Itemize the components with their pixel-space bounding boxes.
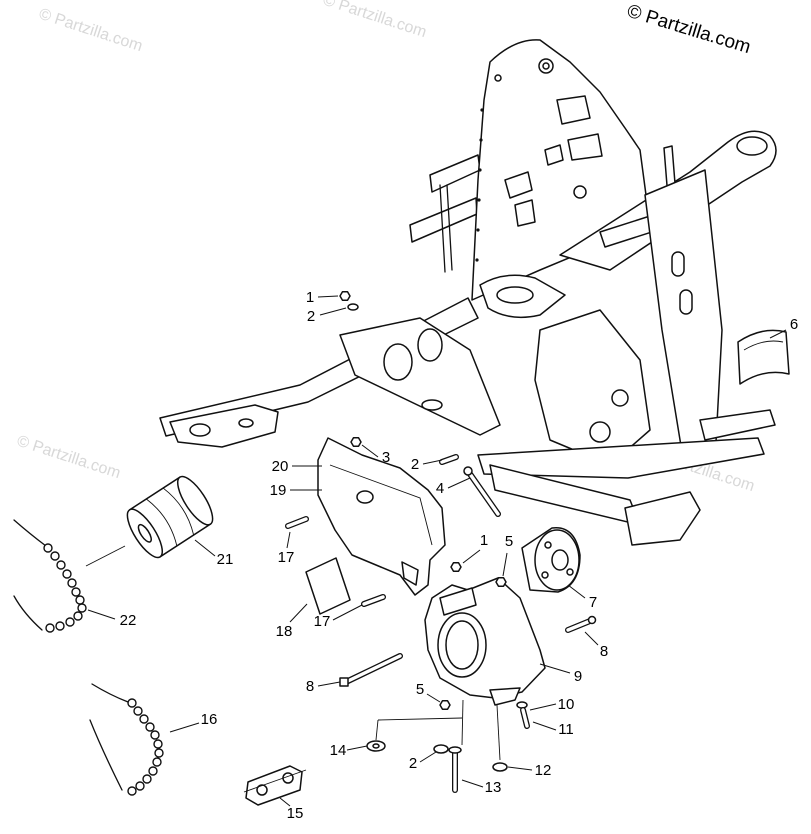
tube-end bbox=[736, 136, 768, 156]
shock-mount bbox=[417, 328, 443, 362]
mount-hole bbox=[611, 389, 629, 407]
washer-2 bbox=[347, 303, 359, 311]
callout-16: 16 bbox=[201, 711, 218, 728]
plate-rivets bbox=[475, 108, 484, 262]
nut-1 bbox=[339, 290, 351, 302]
washer-10 bbox=[516, 701, 528, 709]
plate-slot bbox=[514, 199, 536, 227]
nut-3 bbox=[350, 436, 362, 448]
gusset-slot bbox=[421, 399, 443, 411]
callout-6: 6 bbox=[790, 316, 798, 333]
washer-14-hole bbox=[372, 743, 380, 749]
callout-5: 5 bbox=[416, 681, 424, 698]
callout-2: 2 bbox=[411, 456, 419, 473]
watermark: © Partzilla.com bbox=[321, 0, 429, 41]
crossmember-cup bbox=[496, 286, 534, 304]
shock-mount bbox=[383, 343, 413, 381]
callout-9: 9 bbox=[574, 668, 582, 685]
frame-rear-bracket bbox=[624, 491, 701, 546]
plate-hole bbox=[494, 74, 502, 82]
copyright-text: © Partzilla.com bbox=[625, 1, 754, 59]
bolt-17 bbox=[285, 516, 309, 529]
callout-19: 19 bbox=[270, 482, 287, 499]
callout-15: 15 bbox=[287, 805, 304, 822]
bolt-13 bbox=[448, 746, 462, 793]
leg-slot bbox=[679, 289, 693, 315]
plate-slot bbox=[556, 95, 591, 125]
mount-hole bbox=[589, 421, 611, 443]
callout-2: 2 bbox=[307, 308, 315, 325]
frame-left-rail bbox=[159, 297, 479, 437]
callout-12: 12 bbox=[535, 762, 552, 779]
frame-engine-mount-area bbox=[534, 309, 651, 466]
callout-17: 17 bbox=[314, 613, 331, 630]
callouts: 1 2 6 3 2 20 19 4 21 17 1 5 22 7 18 17 8… bbox=[120, 289, 799, 822]
callout-8: 8 bbox=[306, 678, 314, 695]
frame-upper-tube bbox=[429, 154, 481, 193]
bolt-17 bbox=[361, 594, 386, 607]
bolt-2 bbox=[439, 454, 459, 465]
part-16-chain bbox=[89, 683, 164, 796]
part-6-pad bbox=[737, 329, 790, 385]
plate-hole bbox=[573, 185, 587, 199]
callout-14: 14 bbox=[330, 742, 347, 759]
watermark: © Partzilla.com bbox=[37, 6, 145, 55]
callout-18: 18 bbox=[276, 623, 293, 640]
nut-5 bbox=[439, 699, 451, 711]
bolt-8 bbox=[339, 653, 403, 687]
callout-2: 2 bbox=[409, 755, 417, 772]
alignment-lines bbox=[375, 699, 501, 761]
part-18-decal bbox=[305, 557, 351, 615]
bracket-hole bbox=[238, 418, 254, 428]
callout-4: 4 bbox=[436, 480, 444, 497]
callout-8: 8 bbox=[600, 643, 608, 660]
callout-3: 3 bbox=[382, 449, 390, 466]
part-22-chain bbox=[13, 519, 126, 633]
watermark: © Partzilla.com bbox=[15, 433, 123, 482]
plate-slot bbox=[544, 144, 564, 166]
plate-slot bbox=[504, 171, 533, 199]
callout-10: 10 bbox=[558, 696, 575, 713]
bolt-8 bbox=[565, 615, 597, 633]
bracket-hole bbox=[189, 423, 211, 437]
leader-lines bbox=[87, 295, 787, 807]
washer-12 bbox=[492, 762, 508, 772]
frame-lower-rail bbox=[477, 437, 765, 479]
nut-1 bbox=[450, 561, 462, 573]
frame-side-bracket bbox=[699, 409, 776, 441]
bolt-11 bbox=[520, 707, 530, 729]
leg-slot bbox=[671, 251, 685, 277]
plate-slot bbox=[567, 133, 603, 161]
hardware bbox=[339, 290, 528, 772]
callout-1: 1 bbox=[480, 532, 488, 549]
part-19-20-shield bbox=[317, 437, 446, 596]
callout-7: 7 bbox=[589, 594, 597, 611]
callout-21: 21 bbox=[217, 551, 234, 568]
callout-13: 13 bbox=[485, 779, 502, 796]
plate-hole bbox=[542, 62, 550, 70]
part-15-master-link bbox=[243, 765, 307, 806]
washer-2 bbox=[433, 744, 449, 754]
frame-upright-tube bbox=[439, 184, 453, 273]
part-7-bushing bbox=[521, 527, 581, 593]
callout-5: 5 bbox=[505, 533, 513, 550]
part-9-housing bbox=[424, 577, 546, 706]
callout-17: 17 bbox=[278, 549, 295, 566]
frame bbox=[159, 39, 777, 546]
callout-22: 22 bbox=[120, 612, 137, 629]
frame-front-gusset bbox=[339, 317, 501, 436]
bolt-4 bbox=[463, 466, 501, 517]
part-21-bushing bbox=[126, 475, 214, 559]
nut-5 bbox=[495, 576, 507, 588]
callout-20: 20 bbox=[272, 458, 289, 475]
callout-1: 1 bbox=[306, 289, 314, 306]
callout-11: 11 bbox=[558, 721, 574, 738]
